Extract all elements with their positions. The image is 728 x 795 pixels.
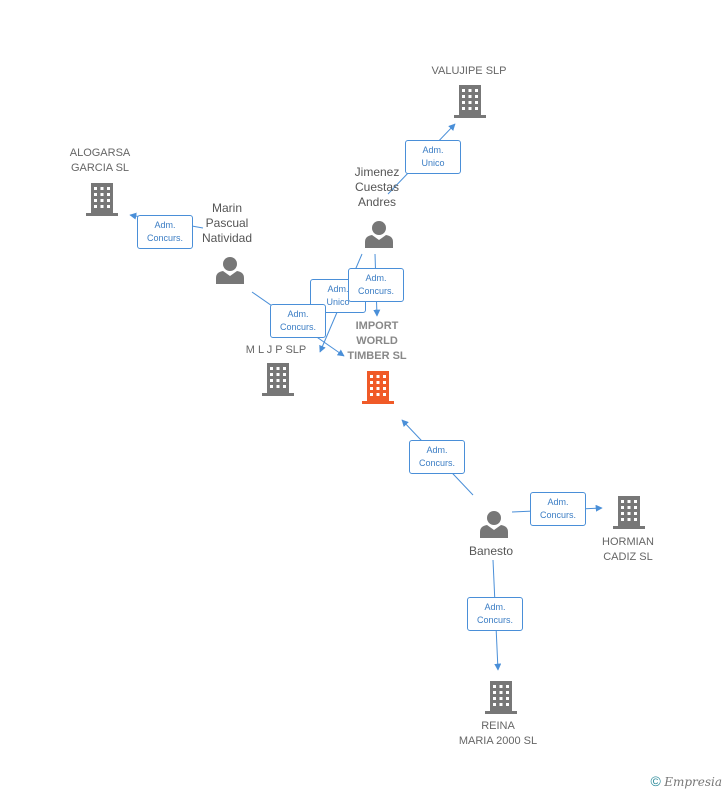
building-icon[interactable] [86,183,118,216]
node-label-jimenez[interactable]: Jimenez Cuestas Andres [354,165,400,209]
copyright-icon: © [650,773,661,789]
person-icon[interactable] [365,221,393,248]
node-label-valujipe[interactable]: VALUJIPE SLP [431,65,507,77]
building-icon[interactable] [362,371,394,404]
edge-label-marin-import[interactable]: Adm. Concurs. [270,304,326,338]
person-icon[interactable] [216,257,244,284]
footer-brand[interactable]: © Empresia [651,773,722,789]
node-label-alogarsa[interactable]: ALOGARSA GARCIA SL [69,147,131,174]
node-label-mljp[interactable]: M L J P SLP [245,344,307,356]
brand-name: Empresia [664,775,722,789]
building-icon[interactable] [613,496,645,529]
node-label-banesto[interactable]: Banesto [468,544,514,558]
node-label-marin[interactable]: Marin Pascual Natividad [201,201,253,245]
edge-label-banesto-hormian[interactable]: Adm. Concurs. [530,492,586,526]
edge-label-marin-alogarsa[interactable]: Adm. Concurs. [137,215,193,249]
building-icon[interactable] [454,85,486,118]
node-label-import[interactable]: IMPORT WORLD TIMBER SL [347,320,407,362]
node-label-reina[interactable]: REINA MARIA 2000 SL [458,720,538,747]
node-label-hormian[interactable]: HORMIAN CADIZ SL [602,536,654,563]
edge-label-jimenez-import[interactable]: Adm. Concurs. [348,268,404,302]
edge-label-banesto-reina[interactable]: Adm. Concurs. [467,597,523,631]
building-icon[interactable] [262,363,294,396]
edge-label-banesto-import[interactable]: Adm. Concurs. [409,440,465,474]
edge-label-jimenez-valujipe[interactable]: Adm. Unico [405,140,461,174]
person-icon[interactable] [480,511,508,538]
building-icon[interactable] [485,681,517,714]
